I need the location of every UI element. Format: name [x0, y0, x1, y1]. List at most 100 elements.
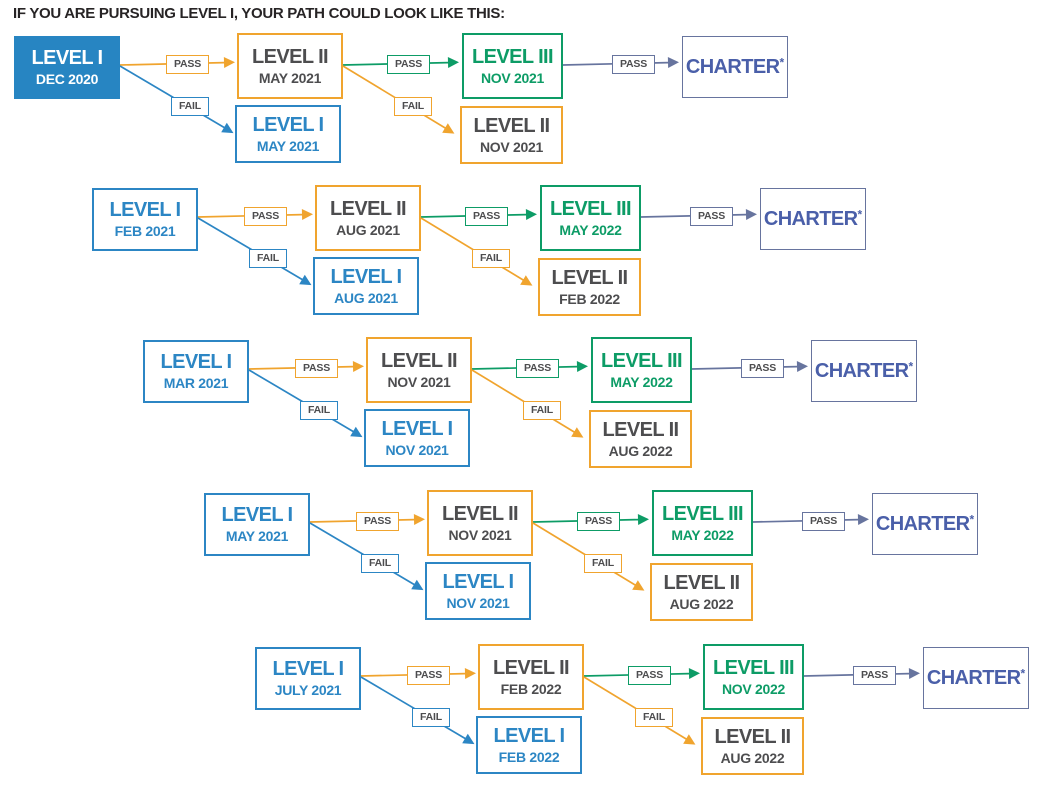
box-title: LEVEL II: [663, 571, 741, 594]
fail-label: FAIL: [394, 97, 432, 116]
box-title: LEVEL I: [31, 47, 103, 69]
fail-label: FAIL: [361, 554, 399, 573]
box-date: MAY 2022: [610, 373, 673, 390]
pass-arrowhead-to-level3: [525, 209, 537, 220]
pass-label: PASS: [387, 55, 431, 74]
fail-arrowhead-to-level2-retake: [442, 123, 455, 134]
box-title: LEVEL III: [662, 502, 744, 525]
pass-label: PASS: [741, 359, 785, 378]
box-date: FEB 2021: [114, 223, 176, 239]
pass-label: PASS: [690, 207, 734, 226]
fail-label: FAIL: [249, 249, 287, 268]
level2-box: LEVEL II AUG 2021: [315, 185, 421, 251]
level1-start-box: LEVEL I JULY 2021: [255, 647, 361, 710]
pass-label: PASS: [244, 207, 288, 226]
path-row: LEVEL I JULY 2021 PASS FAIL LEVEL II FEB…: [255, 644, 1040, 789]
pass-label: PASS: [577, 512, 621, 531]
pass-arrowhead-to-charter: [908, 668, 920, 679]
charter-text: CHARTER*: [926, 666, 1026, 689]
box-title: LEVEL II: [493, 656, 570, 679]
box-date: DEC 2020: [35, 71, 99, 87]
box-title: LEVEL II: [381, 349, 458, 372]
box-date: NOV 2022: [722, 680, 785, 697]
fail-arrowhead-to-level2-retake: [632, 580, 645, 591]
box-title: LEVEL III: [550, 197, 632, 220]
box-date: NOV 2021: [480, 138, 543, 155]
pass-label: PASS: [295, 359, 339, 378]
box-title: LEVEL I: [272, 658, 344, 680]
pass-arrowhead-to-level3: [576, 361, 588, 372]
charter-box: CHARTER*: [682, 36, 788, 98]
fail-label: FAIL: [635, 708, 673, 727]
level2-retake-box: LEVEL II AUG 2022: [701, 717, 804, 775]
level3-box: LEVEL III NOV 2022: [703, 644, 804, 710]
level3-box: LEVEL III NOV 2021: [462, 33, 563, 99]
charter-text: CHARTER*: [763, 207, 863, 230]
box-date: AUG 2022: [720, 749, 785, 766]
level2-retake-box: LEVEL II NOV 2021: [460, 106, 563, 164]
pass-arrowhead-to-level3: [688, 668, 700, 679]
charter-text: CHARTER*: [685, 55, 785, 78]
level1-retake-box: LEVEL I MAY 2021: [235, 105, 341, 163]
level1-start-box: LEVEL I MAY 2021: [204, 493, 310, 556]
pass-arrowhead-to-level2: [223, 57, 235, 68]
level2-retake-box: LEVEL II FEB 2022: [538, 258, 641, 316]
pass-arrowhead-to-charter: [857, 514, 869, 525]
path-row: LEVEL I MAY 2021 PASS FAIL LEVEL II NOV …: [204, 490, 989, 643]
box-date: JULY 2021: [274, 682, 342, 698]
fail-arrowhead-to-level2-retake: [571, 427, 584, 438]
fail-arrowhead-to-level2-retake: [520, 275, 533, 286]
level1-retake-box: LEVEL I NOV 2021: [364, 409, 470, 467]
box-date: AUG 2021: [336, 221, 400, 238]
box-title: LEVEL II: [602, 418, 680, 441]
box-title: LEVEL I: [442, 570, 514, 593]
fail-label: FAIL: [472, 249, 510, 268]
level3-box: LEVEL III MAY 2022: [591, 337, 692, 403]
charter-box: CHARTER*: [760, 188, 866, 250]
box-title: LEVEL I: [493, 724, 565, 747]
pass-label: PASS: [853, 666, 897, 685]
charter-asterisk: *: [1020, 666, 1026, 681]
fail-arrowhead-to-level1-retake: [462, 733, 475, 745]
pass-label: PASS: [612, 55, 656, 74]
box-date: MAY 2021: [256, 137, 320, 154]
box-date: FEB 2022: [498, 748, 560, 765]
level1-retake-box: LEVEL I NOV 2021: [425, 562, 531, 620]
level2-retake-box: LEVEL II AUG 2022: [650, 563, 753, 621]
fail-arrowhead-to-level1-retake: [411, 579, 424, 591]
level2-retake-box: LEVEL II AUG 2022: [589, 410, 692, 468]
box-title: LEVEL II: [252, 45, 329, 68]
box-date: FEB 2022: [500, 680, 562, 697]
box-title: LEVEL II: [330, 197, 407, 220]
box-title: LEVEL I: [160, 351, 232, 373]
pass-label: PASS: [407, 666, 451, 685]
pass-arrowhead-to-level3: [637, 514, 649, 525]
box-title: LEVEL II: [442, 502, 519, 525]
box-date: AUG 2022: [608, 442, 673, 459]
box-title: LEVEL III: [713, 656, 795, 679]
charter-box: CHARTER*: [811, 340, 917, 402]
box-date: MAY 2021: [258, 69, 322, 86]
charter-asterisk: *: [969, 512, 975, 527]
pass-label: PASS: [465, 207, 509, 226]
box-title: LEVEL I: [252, 113, 324, 136]
level2-box: LEVEL II FEB 2022: [478, 644, 584, 710]
box-date: NOV 2021: [446, 594, 510, 611]
box-date: MAR 2021: [163, 375, 229, 391]
box-date: NOV 2021: [387, 373, 451, 390]
charter-text: CHARTER*: [814, 359, 914, 382]
box-title: LEVEL III: [601, 349, 683, 372]
box-title: LEVEL II: [551, 266, 629, 289]
level2-box: LEVEL II NOV 2021: [366, 337, 472, 403]
pass-arrowhead-to-level2: [301, 209, 313, 220]
pass-arrowhead-to-charter: [745, 209, 757, 220]
level2-box: LEVEL II MAY 2021: [237, 33, 343, 99]
charter-box: CHARTER*: [872, 493, 978, 555]
level1-retake-box: LEVEL I AUG 2021: [313, 257, 419, 315]
box-date: NOV 2021: [448, 526, 512, 543]
charter-text: CHARTER*: [875, 512, 975, 535]
fail-arrowhead-to-level1-retake: [221, 122, 234, 134]
box-title: LEVEL II: [473, 114, 551, 137]
level1-start-box: LEVEL I DEC 2020: [14, 36, 120, 99]
